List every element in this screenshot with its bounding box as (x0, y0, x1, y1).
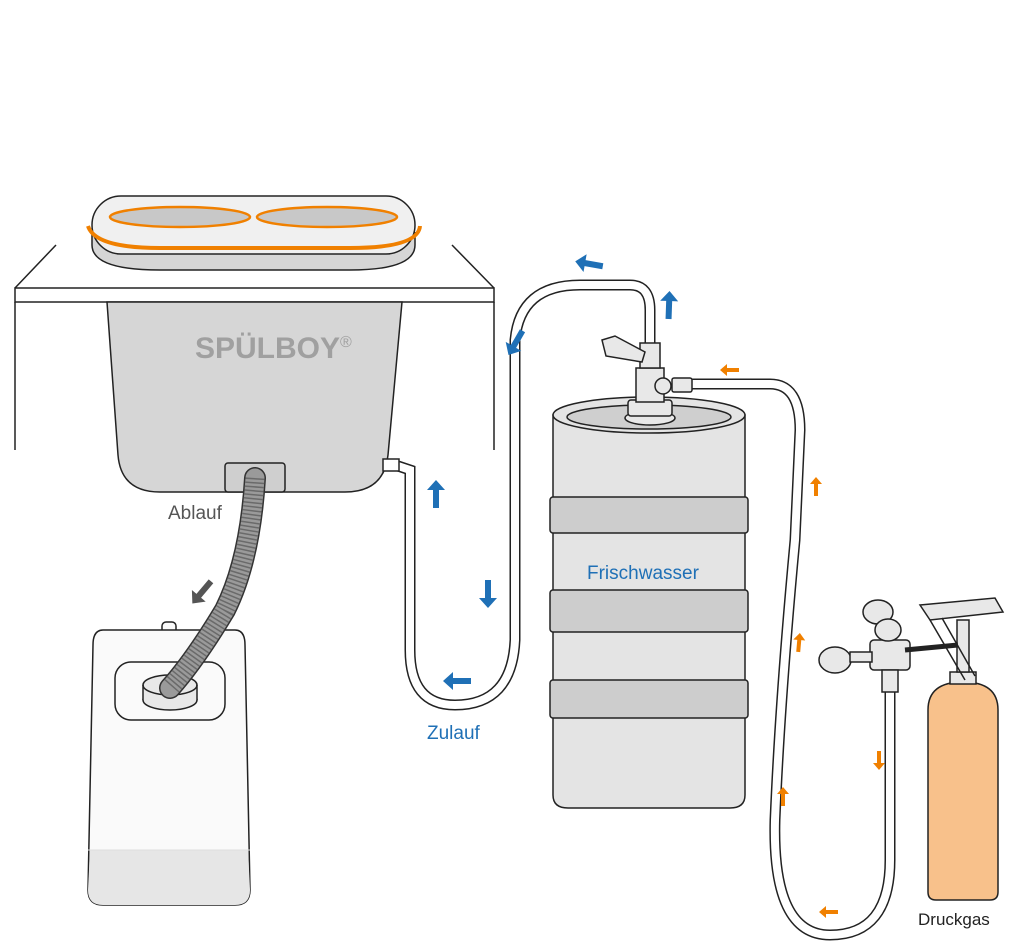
gas-tube (690, 378, 896, 941)
water-flow-arrows (427, 254, 679, 690)
brush-seal-right (255, 205, 399, 229)
label-pressure-gas: Druckgas (918, 910, 990, 929)
table (14, 244, 495, 450)
drain-hose (159, 467, 266, 699)
arrow-down-left-icon (191, 579, 214, 604)
arrow-left-icon (443, 672, 471, 690)
keg-coupler (601, 335, 693, 426)
keg-band (549, 496, 749, 534)
label-drain: Ablauf (168, 503, 222, 524)
gauge (874, 618, 902, 642)
arrow-down-icon (479, 580, 497, 608)
brush-seal-left (108, 205, 252, 229)
arrow-left-icon (720, 364, 739, 376)
arrow-up-icon (660, 291, 679, 320)
keg-band (549, 679, 749, 719)
keg-band (549, 589, 749, 633)
label-inlet: Zulauf (427, 723, 480, 744)
arrow-up-icon (810, 477, 822, 496)
arrow-up-icon (777, 787, 789, 806)
arrow-down-icon (873, 751, 885, 770)
arrow-left-icon (575, 254, 604, 272)
keg (549, 396, 749, 809)
gas-flow-arrows (720, 364, 885, 918)
brand-logo: SPÜLBOY® (195, 332, 352, 365)
arrow-up-icon (793, 633, 806, 653)
waste-canister (87, 621, 251, 906)
arrow-down-left-icon (505, 329, 526, 355)
arrow-up-icon (427, 480, 445, 508)
water-tube (382, 279, 656, 711)
gauge (818, 646, 852, 674)
arrow-left-icon (819, 906, 838, 918)
label-fresh-water: Frischwasser (587, 563, 699, 584)
pressure-regulator (818, 599, 959, 693)
gas-cylinder (918, 597, 1005, 901)
basin-lid (86, 195, 422, 271)
